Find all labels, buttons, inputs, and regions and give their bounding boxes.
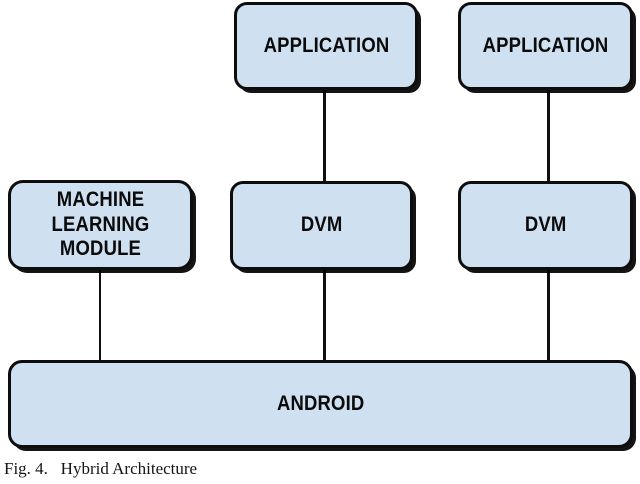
node-android-label: ANDROID xyxy=(276,391,365,415)
connector-dvm2-to-android xyxy=(547,266,550,364)
node-application-2-label: APPLICATION xyxy=(482,33,609,57)
node-dvm-2: DVM xyxy=(458,181,633,270)
node-machine-learning-module-label: MACHINE LEARNING MODULE xyxy=(51,187,150,261)
connector-machine-learning-module-to-android xyxy=(99,266,101,364)
figure-caption: Fig. 4. Hybrid Architecture xyxy=(4,459,198,478)
node-application-2: APPLICATION xyxy=(458,2,633,90)
node-dvm-2-label: DVM xyxy=(524,213,567,237)
node-dvm-1: DVM xyxy=(230,181,413,270)
connector-application2-to-dvm2 xyxy=(547,86,550,185)
node-machine-learning-module: MACHINE LEARNING MODULE xyxy=(8,180,193,270)
node-application-1: APPLICATION xyxy=(234,2,418,90)
connector-application1-to-dvm1 xyxy=(323,86,326,185)
node-android: ANDROID xyxy=(8,360,633,448)
node-dvm-1-label: DVM xyxy=(300,213,343,237)
connector-dvm1-to-android xyxy=(323,266,326,364)
node-application-1-label: APPLICATION xyxy=(263,33,389,57)
